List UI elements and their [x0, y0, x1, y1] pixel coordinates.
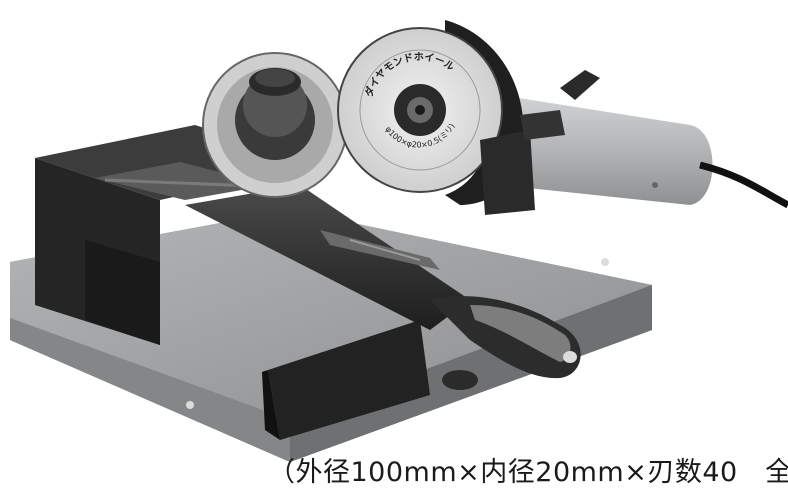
sliding-arm — [185, 185, 470, 330]
front-clamp — [262, 320, 478, 440]
saw-blade — [202, 52, 348, 198]
caption-text: （外径100mm×内径20mm×刃数40 全 — [268, 457, 788, 488]
screw-icon — [601, 258, 609, 266]
knob-icon — [442, 370, 478, 390]
handle-grip — [430, 296, 581, 379]
motor-mount — [480, 110, 565, 215]
screw-icon — [186, 401, 194, 409]
power-cord — [699, 161, 788, 209]
lever-icon — [560, 70, 600, 100]
